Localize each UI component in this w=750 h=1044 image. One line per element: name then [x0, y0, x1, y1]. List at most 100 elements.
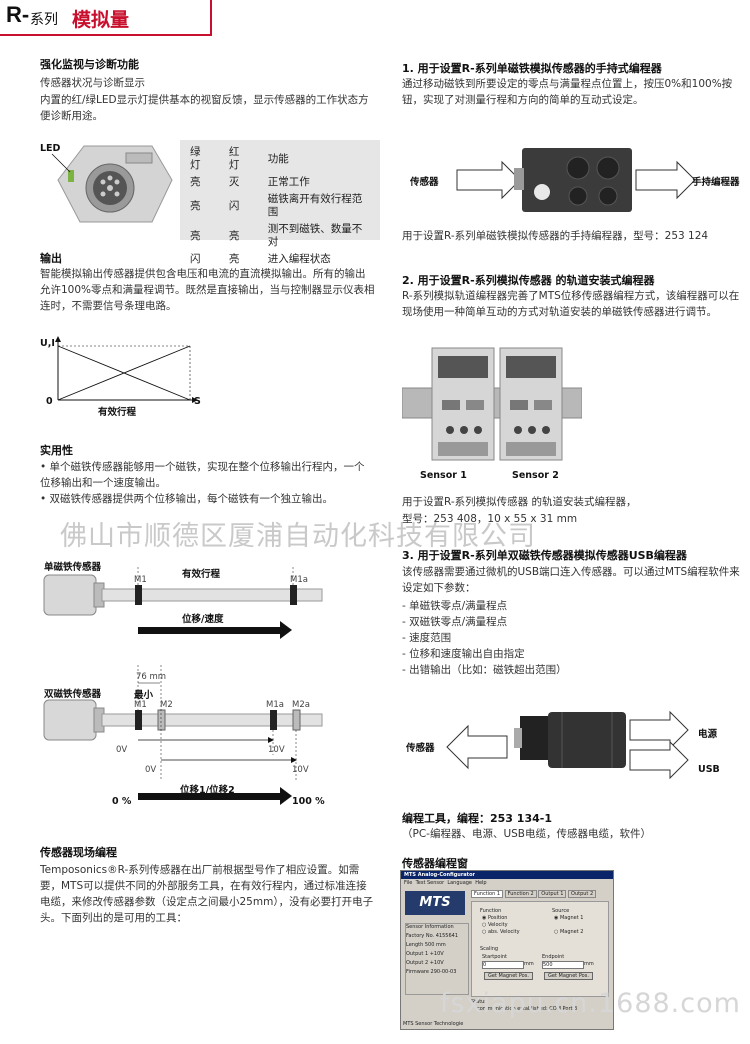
s3-desc: 该传感器需要通过微机的USB端口连入传感器。可以通过MTS编程软件来设定如下参数…	[402, 566, 740, 594]
chart-origin-label: 0	[46, 396, 53, 407]
magnet-diagram	[40, 555, 340, 815]
start-unit: mm	[524, 961, 534, 967]
s2-title: 2. 用于设置R-系列模拟传感器 的轨道安装式编程器	[402, 274, 655, 287]
radio-label: abs. Velocity	[487, 929, 520, 935]
table-row: 亮 闪 磁铁离开有效行程范围	[180, 191, 380, 221]
v10-label-2: 10V	[292, 765, 309, 775]
tab-output-2[interactable]: Output 2	[568, 890, 597, 898]
s1-title: 1. 用于设置R-系列单磁铁模拟传感器的手持式编程器	[402, 62, 662, 75]
v10-label: 10V	[268, 745, 285, 755]
info-value: 290-00-03	[430, 969, 457, 975]
tool-desc: （PC-编程器、电源、USB电缆，传感器电缆，软件）	[402, 828, 652, 840]
list-item: - 位移和速度输出自由指定	[402, 648, 525, 660]
info-row: Firmware 290-00-03	[406, 969, 468, 975]
led-cell: 亮	[190, 229, 201, 242]
menu-test-sensor[interactable]: Test Sensor	[415, 880, 445, 886]
led-cell: 闪	[228, 199, 240, 212]
get-magnet-button-2[interactable]: Get Magnet Pos.	[544, 972, 593, 980]
info-key: Output 1	[406, 951, 429, 957]
tab-function-2[interactable]: Function 2	[504, 890, 537, 898]
radio-magnet-1[interactable]: ◉ Magnet 1	[554, 915, 584, 921]
sensor-info-label: Sensor Information	[406, 924, 454, 930]
menu-help[interactable]: Help	[475, 880, 487, 886]
sensor-head-image	[40, 140, 175, 228]
radio-label: Magnet 1	[559, 915, 584, 921]
m2a-label: M2a	[292, 700, 310, 710]
startpoint-input[interactable]: 0	[482, 961, 524, 969]
led-cell: 进入编程状态	[267, 253, 331, 265]
function-label: Function	[480, 908, 502, 914]
s1-desc: 通过移动磁铁到所要设定的零点与满量程点位置上，按压0%和100%按钮，实现了对测…	[402, 78, 733, 106]
m1-label-dual: M1	[134, 700, 147, 710]
led-header-green: 绿灯	[190, 146, 201, 171]
info-row: Output 1 +10V	[406, 951, 468, 957]
info-value: +10V	[429, 951, 444, 957]
sensor1-label: Sensor 1	[420, 470, 467, 481]
list-item: - 出错输出（比如：磁铁超出范围）	[402, 664, 567, 676]
list-item: - 单磁铁零点/满量程点	[402, 600, 508, 612]
info-key: Output 2	[406, 960, 429, 966]
series-letter: R-	[6, 2, 30, 27]
tab-output-1[interactable]: Output 1	[538, 890, 567, 898]
led-cell: 测不到磁铁、数量不对	[267, 223, 363, 248]
led-cell: 灭	[228, 176, 240, 188]
radio-abs-velocity[interactable]: ○ abs. Velocity	[482, 929, 520, 935]
pct0-label: 0 %	[112, 796, 132, 807]
power-label: 电源	[698, 729, 718, 740]
led-cell: 闪	[190, 253, 201, 265]
disp12-label: 位移1/位移2	[180, 785, 235, 796]
led-cell: 亮	[228, 253, 240, 265]
led-header-red: 红灯	[228, 146, 240, 171]
v0-label: 0V	[116, 745, 128, 755]
list-item: - 双磁铁零点/满量程点	[402, 616, 508, 628]
field-desc: Temposonics®R-系列传感器在出厂前根据型号作了相应设置。如需要，MT…	[40, 864, 374, 924]
page-title: 模拟量	[72, 9, 130, 31]
disp-speed-label: 位移/速度	[182, 614, 224, 625]
chart-y-label: U,I	[40, 338, 55, 349]
endpoint-input[interactable]: 500	[542, 961, 584, 969]
info-value: 4155641	[435, 933, 459, 939]
table-row: 亮 灭 正常工作	[180, 174, 380, 191]
s1-caption: 用于设置R-系列单磁铁模拟传感器的手持编程器，型号：253 124	[402, 230, 709, 242]
mts-logo: MTS	[405, 891, 465, 915]
list-item: - 速度范围	[402, 632, 452, 644]
radio-label: Magnet 2	[559, 929, 584, 935]
tool-title: 编程工具，编程：253 134-1	[402, 812, 552, 825]
radio-magnet-2[interactable]: ○ Magnet 2	[554, 929, 584, 935]
table-row: 闪 亮 进入编程状态	[180, 251, 380, 268]
tab-function-1[interactable]: Function 1	[471, 890, 504, 898]
led-cell: 磁铁离开有效行程范围	[267, 193, 363, 218]
info-row: Factory No. 4155641	[406, 933, 468, 939]
v0-label-2: 0V	[145, 765, 157, 775]
info-key: Factory No.	[406, 933, 435, 939]
m2-label: M2	[160, 700, 173, 710]
software-menu: File Test Sensor Language Help	[401, 879, 613, 887]
monitor-subtitle: 传感器状况与诊断显示	[40, 77, 145, 89]
get-magnet-button-1[interactable]: Get Magnet Pos.	[484, 972, 533, 980]
s2-caption-1: 用于设置R-系列模拟传感器 的轨道安装式编程器，	[402, 496, 637, 508]
info-row: Length 500 mm	[406, 942, 468, 948]
info-key: Firmware	[406, 969, 429, 975]
radio-label: Velocity	[487, 922, 508, 928]
min-label: 最小	[134, 690, 154, 701]
radio-position[interactable]: ◉ Position	[482, 915, 508, 921]
radio-velocity[interactable]: ○ Velocity	[482, 922, 508, 928]
chart-x-label: S	[194, 396, 201, 407]
list-item: • 单个磁铁传感器能够用一个磁铁，实现在整个位移输出行程内，一个位移输出和一个速…	[40, 461, 365, 489]
end-unit: mm	[584, 961, 594, 967]
menu-language[interactable]: Language	[447, 880, 473, 886]
chart-caption: 有效行程	[98, 407, 137, 418]
series-word: 系列	[30, 12, 58, 28]
s2-desc: R-系列模拟轨道编程器完善了MTS位移传感器编程方式，该编程器可以在现场使用一种…	[402, 290, 740, 318]
field-title: 传感器现场编程	[40, 846, 117, 859]
endpoint-label: Endpoint	[542, 954, 565, 960]
window-title: 传感器编程窗	[402, 857, 468, 870]
watermark-site: fsxiapu.cn.1688.com	[440, 988, 741, 1019]
software-window: MTS Analog-Configurator File Test Sensor…	[400, 870, 614, 1030]
output-chart	[40, 336, 210, 420]
usb-sensor-label: 传感器	[406, 743, 435, 754]
menu-file[interactable]: File	[404, 880, 413, 886]
s2-caption-2: 型号：253 408，10 x 55 x 31 mm	[402, 513, 578, 525]
s3-title: 3. 用于设置R-系列单双磁铁传感器模拟传感器USB编程器	[402, 549, 687, 562]
m1a-label-dual: M1a	[266, 700, 284, 710]
